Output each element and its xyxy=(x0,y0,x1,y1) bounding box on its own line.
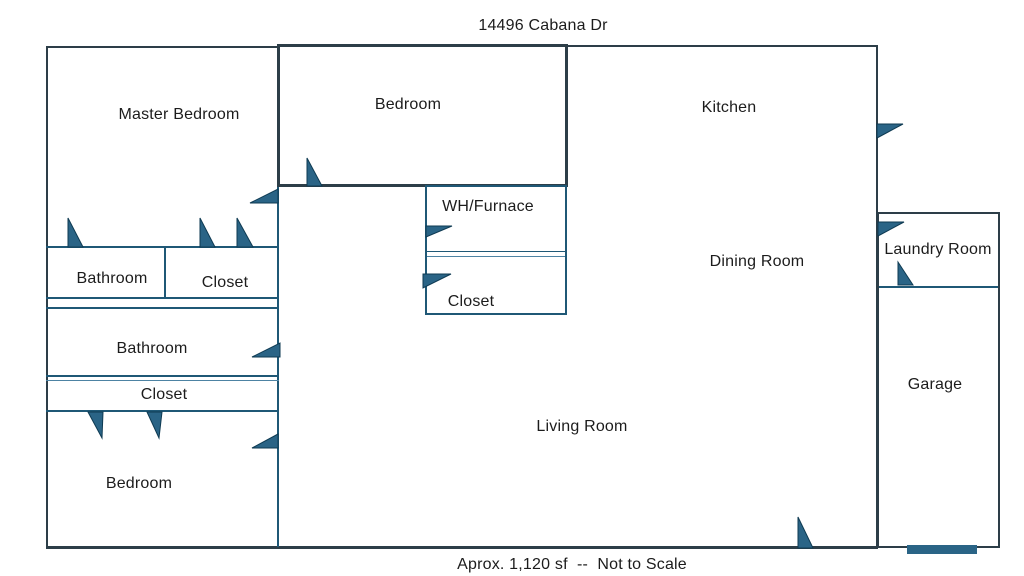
plan-title: 14496 Cabana Dr xyxy=(478,17,608,34)
bathroom1-door-icon xyxy=(67,217,84,248)
wall-top-kitchen xyxy=(568,45,878,47)
room-label-laundry-room: Laundry Room xyxy=(884,241,992,258)
wall-laundry-bottom xyxy=(879,286,998,288)
closet2-door-icon xyxy=(87,411,104,440)
bedroom-top-walls xyxy=(277,44,568,187)
closet1-door-icon xyxy=(199,217,216,248)
room-label-living-room: Living Room xyxy=(536,418,628,435)
wall-bottom xyxy=(46,546,878,549)
wall-closet2-top xyxy=(46,380,279,381)
wh-furnace-walls xyxy=(425,185,567,315)
room-label-garage: Garage xyxy=(907,376,963,393)
wall-bath1-top xyxy=(46,246,279,248)
room-label-bedroom-2: Bedroom xyxy=(105,475,173,492)
wall-wh-divider-a xyxy=(427,251,565,252)
wh-furnace-door-icon xyxy=(425,225,453,238)
wh-closet-door-icon xyxy=(422,273,452,289)
room-label-wh-closet: Closet xyxy=(447,293,495,310)
room-label-closet-1: Closet xyxy=(201,274,249,291)
plan-caption: Aprox. 1,120 sf -- Not to Scale xyxy=(457,556,687,573)
wall-bath1-bottom xyxy=(46,297,279,299)
wall-bath2-bottom xyxy=(46,375,279,377)
master-bedroom-door-icon xyxy=(249,188,279,204)
bathroom2-door-icon xyxy=(251,342,281,358)
wall-bath1-divider xyxy=(164,246,166,299)
room-label-kitchen: Kitchen xyxy=(701,99,757,116)
wall-bath2-top xyxy=(46,307,279,309)
room-label-master-bedroom: Master Bedroom xyxy=(118,106,240,123)
room-label-wh-furnace: WH/Furnace xyxy=(442,198,534,215)
room-label-bedroom-top: Bedroom xyxy=(374,96,442,113)
bedroom2-door-icon xyxy=(251,433,279,449)
bedroom-top-door-icon xyxy=(306,157,323,187)
room-label-dining-room: Dining Room xyxy=(709,253,805,270)
exterior-door-icon xyxy=(797,516,814,549)
wall-wh-divider-b xyxy=(427,256,565,257)
kitchen-door-icon xyxy=(876,123,904,139)
garage-door-sill-icon xyxy=(907,545,977,554)
closet2-door-icon xyxy=(146,411,163,440)
laundry-door-icon xyxy=(877,221,905,237)
room-label-bathroom-2: Bathroom xyxy=(116,340,188,357)
wall-hall-spine xyxy=(277,46,279,547)
room-label-bathroom-1: Bathroom xyxy=(76,270,148,287)
wall-closet2-bottom xyxy=(46,410,279,412)
room-label-closet-2: Closet xyxy=(140,386,188,403)
closet1-door-icon xyxy=(236,217,254,248)
laundry-inner-door-icon xyxy=(897,260,914,286)
wall-top-master xyxy=(46,46,279,48)
